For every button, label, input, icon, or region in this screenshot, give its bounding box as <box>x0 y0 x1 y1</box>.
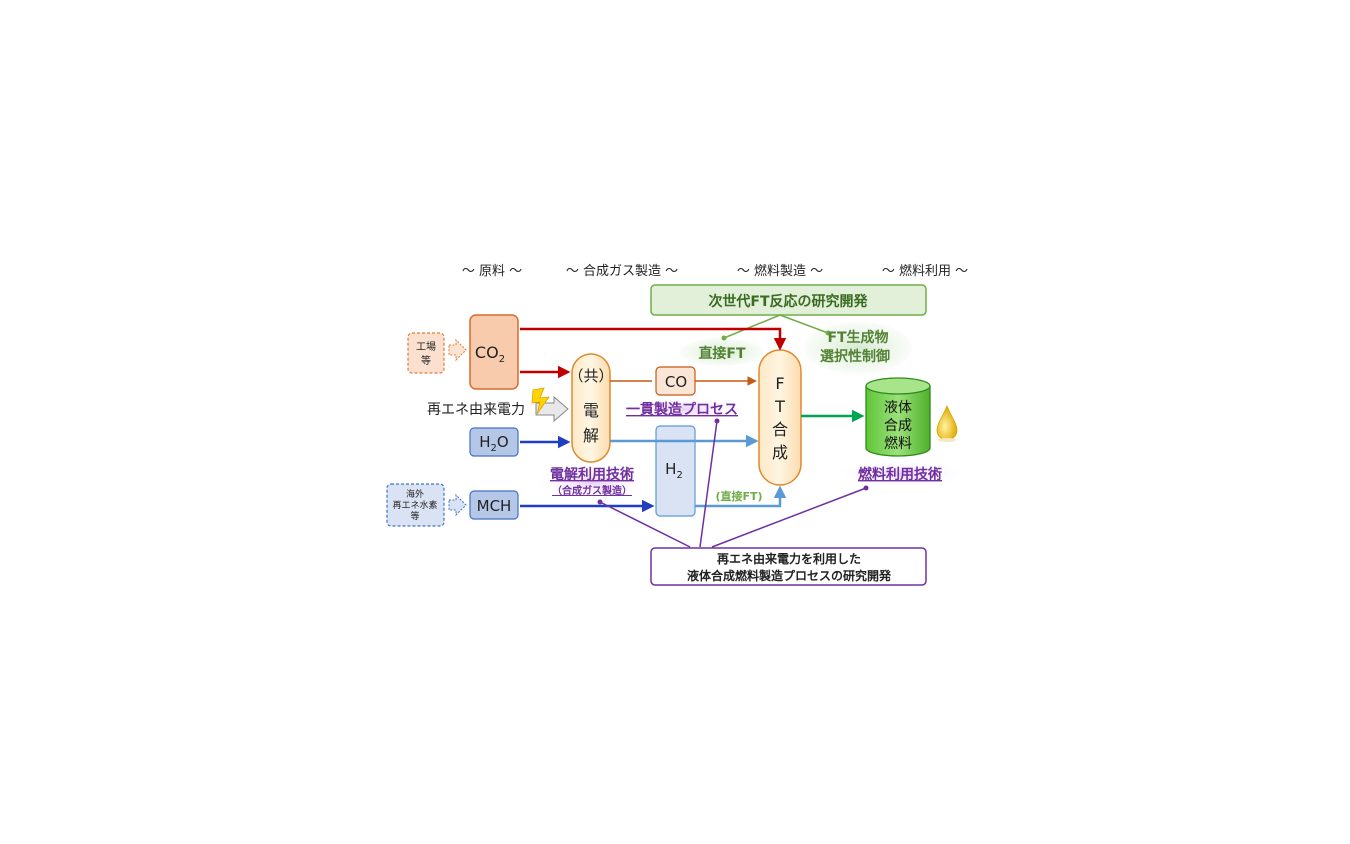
next-gen-ft-text: 次世代FT反応の研究開発 <box>708 293 868 310</box>
h2-box <box>655 425 696 517</box>
co2-text: CO2 <box>475 343 505 365</box>
connector-integrated-process <box>699 420 718 548</box>
connector-electrolysis-tech <box>599 501 691 548</box>
direct-ft-label: 直接FT <box>698 345 746 362</box>
electrolysis-line1: （共） <box>568 367 613 385</box>
ft-synthesis-box <box>758 349 802 486</box>
integrated-process-glow <box>616 396 748 422</box>
electrolysis-tech-sublabel: （合成ガス製造） <box>552 484 632 497</box>
electrolysis-tech-glow <box>532 465 652 499</box>
electrolysis-box <box>571 353 611 463</box>
factory-box <box>407 332 445 374</box>
fuel-line3: 燃料 <box>884 435 912 452</box>
stage-fuel-use: ～ 燃料利用 ～ <box>882 263 968 279</box>
direct-ft-paren-label: (直接FT) <box>715 489 762 503</box>
renewable-power-label: 再エネ由来電力 <box>427 402 525 418</box>
ft-line2: T <box>774 397 785 416</box>
co2-box <box>469 314 519 390</box>
mch-box <box>469 490 519 520</box>
overseas-line1: 海外 <box>406 488 424 500</box>
ft-selectivity-glow <box>804 322 912 374</box>
stage-fuel-production: ～ 燃料製造 ～ <box>737 263 823 279</box>
bottom-research-line2: 液体合成燃料製造プロセスの研究開発 <box>687 568 892 583</box>
fuel-drop-icon <box>936 404 958 441</box>
electrolysis-line2: 電 <box>583 401 599 420</box>
fuel-tech-glow <box>836 460 968 488</box>
fuel-line1: 液体 <box>884 400 912 416</box>
ft-line1: F <box>775 374 784 393</box>
next-gen-ft-box <box>650 284 927 316</box>
ft-selectivity-line1: FT生成物 <box>827 329 888 346</box>
h2-direct-ft-arrow <box>695 485 787 508</box>
factory-line1: 工場 <box>416 340 436 353</box>
electrolysis-line3: 解 <box>583 426 599 445</box>
overseas-box <box>386 483 445 527</box>
factory-line2: 等 <box>421 354 431 367</box>
stage-raw-materials: ～ 原料 ～ <box>462 264 522 279</box>
h2o-text: H2O <box>479 433 508 454</box>
h2o-box <box>469 427 519 457</box>
lightning-icon <box>531 387 550 415</box>
connector-fuel-tech <box>711 487 867 548</box>
overseas-line3: 等 <box>410 510 419 522</box>
co2-to-ft-arrow <box>520 327 787 351</box>
fuel-tech-label: 燃料利用技術 <box>858 466 942 483</box>
integrated-process-label: 一貫製造プロセス <box>626 401 738 418</box>
connector-direct-ft <box>723 314 781 339</box>
h2-text: H2 <box>665 460 683 481</box>
connector-ft-selectivity <box>779 314 829 334</box>
ft-selectivity-line2: 選択性制御 <box>820 348 890 365</box>
electrolysis-tech-label: 電解利用技術 <box>550 466 634 483</box>
mch-text: MCH <box>477 497 512 515</box>
liquid-fuel-cylinder: 液体 合成 燃料 <box>865 377 931 457</box>
co-text: CO <box>665 373 687 391</box>
ft-line3: 合 <box>772 420 788 439</box>
ft-line4: 成 <box>772 443 788 462</box>
bottom-research-line1: 再エネ由来電力を利用した <box>717 551 861 566</box>
factory-arrow <box>448 338 467 362</box>
overseas-line2: 再エネ水素 <box>392 499 437 511</box>
stage-headers: ～ 原料 ～ ～ 合成ガス製造 ～ ～ 燃料製造 ～ ～ 燃料利用 ～ <box>462 263 968 279</box>
bottom-research-box <box>650 547 927 586</box>
fuel-line2: 合成 <box>884 418 912 434</box>
direct-ft-glow <box>680 338 764 366</box>
stage-syngas: ～ 合成ガス製造 ～ <box>566 264 678 279</box>
overseas-arrow <box>448 493 467 517</box>
